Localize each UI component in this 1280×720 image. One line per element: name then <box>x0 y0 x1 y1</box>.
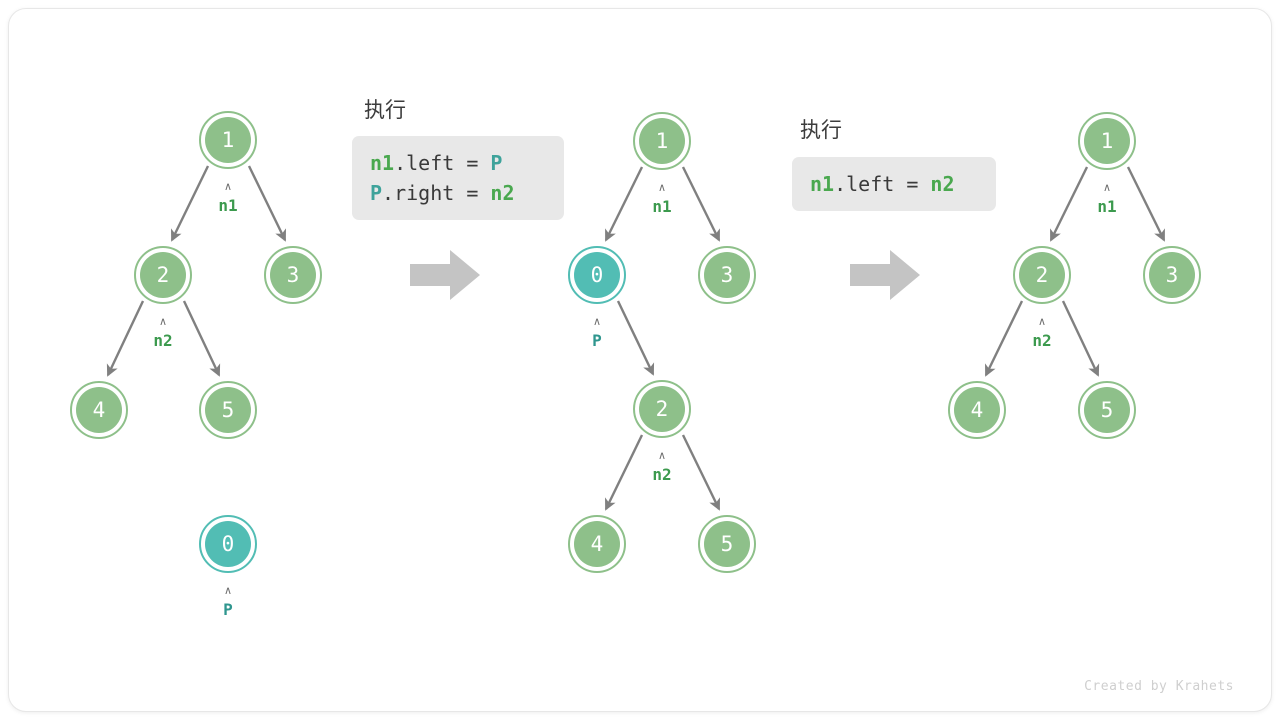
pointer-label: n2 <box>652 465 672 484</box>
node-disc <box>639 386 685 432</box>
node-disc <box>140 252 186 298</box>
code-token: n2 <box>490 181 515 205</box>
code-token: P <box>370 181 383 205</box>
panel-mid-node-3: 3 <box>698 246 756 304</box>
step-arrow-2 <box>850 248 922 302</box>
panel-before-node-0: 0 <box>199 515 257 573</box>
panel-before-edge-label-n1: ∧ n1 <box>201 181 255 214</box>
caret-icon: ∧ <box>1102 181 1112 194</box>
node-value: 0 <box>221 531 235 556</box>
node-value: 3 <box>720 262 734 287</box>
node-disc <box>1149 252 1195 298</box>
pointer-label: n1 <box>1097 197 1117 216</box>
node-disc <box>1084 118 1130 164</box>
node-disc <box>704 521 750 567</box>
node-disc <box>205 117 251 163</box>
node-value: 5 <box>720 531 734 556</box>
panel-after-node-1: 1 <box>1078 112 1136 170</box>
step-2-code-box: n1.left = n2 <box>792 157 996 211</box>
code-line: P.right = n2 <box>370 178 546 208</box>
node-value: 1 <box>655 128 669 153</box>
panel-after-node-2: 2 <box>1013 246 1071 304</box>
code-token: n1 <box>810 172 835 196</box>
step-2-caption: 执行 <box>800 118 842 142</box>
node-disc <box>1084 387 1130 433</box>
pointer-label: n2 <box>1032 331 1052 350</box>
panel-before-node-1: 1 <box>199 111 257 169</box>
node-value: 4 <box>590 531 604 556</box>
panel-before-edge-label-p: ∧P <box>201 585 255 618</box>
panel-mid-node-0: 0 <box>568 246 626 304</box>
node-disc <box>270 252 316 298</box>
code-line: n1.left = n2 <box>810 169 978 199</box>
panel-after-edge-label-n2: ∧ n2 <box>1015 316 1069 349</box>
node-value: 4 <box>970 397 984 422</box>
caret-icon: ∧ <box>158 315 168 328</box>
node-disc <box>1019 252 1065 298</box>
caret-icon: ∧ <box>657 449 667 462</box>
caret-icon: ∧ <box>223 584 233 597</box>
panel-mid-node-2: 2 <box>633 380 691 438</box>
panel-mid-node-5: 5 <box>698 515 756 573</box>
node-value: 2 <box>655 396 669 421</box>
code-token: .left = <box>834 172 931 196</box>
node-disc <box>704 252 750 298</box>
node-disc <box>76 387 122 433</box>
caret-icon: ∧ <box>657 181 667 194</box>
node-disc <box>205 521 251 567</box>
node-value: 1 <box>1100 128 1114 153</box>
node-disc <box>639 118 685 164</box>
pointer-label: n1 <box>652 197 672 216</box>
caret-icon: ∧ <box>1037 315 1047 328</box>
panel-mid-node-4: 4 <box>568 515 626 573</box>
code-token: n1 <box>370 151 395 175</box>
node-disc <box>954 387 1000 433</box>
panel-before-node-4: 4 <box>70 381 128 439</box>
panel-after-edge-label-n1: ∧ n1 <box>1080 182 1134 215</box>
code-token: .left = <box>394 151 491 175</box>
panel-after-node-4: 4 <box>948 381 1006 439</box>
code-token: P <box>490 151 503 175</box>
step-arrow-1 <box>410 248 482 302</box>
panel-before-node-2: 2 <box>134 246 192 304</box>
step-1-caption: 执行 <box>364 98 406 122</box>
caret-icon: ∧ <box>592 315 602 328</box>
node-disc <box>574 252 620 298</box>
code-token: n2 <box>930 172 955 196</box>
panel-after-node-3: 3 <box>1143 246 1201 304</box>
code-line: n1.left = P <box>370 148 546 178</box>
pointer-label: P <box>223 600 233 619</box>
panel-mid-node-1: 1 <box>633 112 691 170</box>
pointer-label: n2 <box>153 331 173 350</box>
pointer-label: n1 <box>218 196 238 215</box>
node-value: 3 <box>1165 262 1179 287</box>
panel-before-node-3: 3 <box>264 246 322 304</box>
watermark: Created by Krahets <box>1084 679 1234 694</box>
node-value: 0 <box>590 262 604 287</box>
node-value: 5 <box>221 397 235 422</box>
node-disc <box>574 521 620 567</box>
node-value: 5 <box>1100 397 1114 422</box>
node-value: 3 <box>286 262 300 287</box>
panel-after-node-5: 5 <box>1078 381 1136 439</box>
panel-mid-edge-label-n2: ∧ n2 <box>635 450 689 483</box>
node-value: 2 <box>156 262 170 287</box>
node-value: 2 <box>1035 262 1049 287</box>
node-value: 1 <box>221 127 235 152</box>
panel-before-node-5: 5 <box>199 381 257 439</box>
node-disc <box>205 387 251 433</box>
caret-icon: ∧ <box>223 180 233 193</box>
panel-before-edge-label-n2: ∧ n2 <box>136 316 190 349</box>
panel-mid-edge-label-n1: ∧ n1 <box>635 182 689 215</box>
pointer-label: P <box>592 331 602 350</box>
node-value: 4 <box>92 397 106 422</box>
code-token: .right = <box>382 181 491 205</box>
panel-mid-edge-label-p: ∧P <box>570 316 624 349</box>
